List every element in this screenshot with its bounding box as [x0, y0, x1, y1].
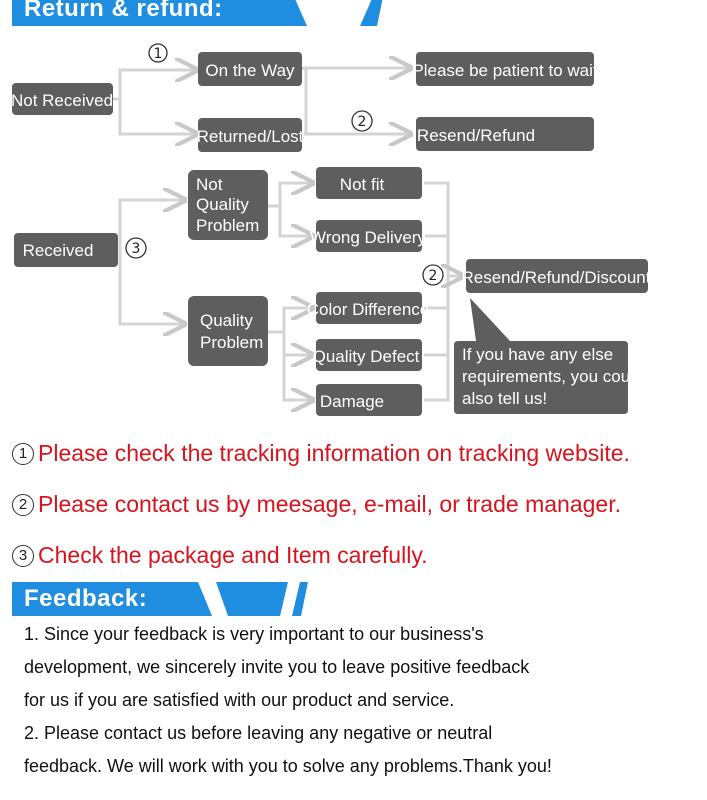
- box-please-wait: [416, 52, 594, 86]
- label-not: Not: [196, 175, 223, 194]
- box-not-quality-problem: [188, 170, 268, 240]
- note-num-2: 2: [12, 493, 34, 516]
- num-circle-2b: [422, 264, 444, 286]
- label-color-difference: Color Difference: [307, 300, 430, 319]
- return-flow-diagram: Not Received On the Way Returned/Lost Pl…: [11, 43, 651, 416]
- box-quality-problem: [188, 296, 268, 366]
- label-received: Received: [23, 241, 94, 260]
- feedback-line-4: 2. Please contact us before leaving any …: [24, 723, 493, 743]
- bubble-line-2: requirements, you could: [462, 367, 643, 386]
- box-received: [14, 233, 118, 267]
- banner-decoration: [280, 0, 383, 26]
- speech-bubble: [454, 298, 628, 414]
- box-not-fit: [316, 167, 422, 199]
- label-resend-refund: Resend/Refund: [417, 126, 535, 145]
- num-circle-2a: [351, 110, 373, 132]
- num-1: 1: [154, 46, 163, 62]
- label-problem-2: Problem: [200, 333, 263, 352]
- label-resend-refund-discount: Resend/Refund/Discount: [461, 268, 650, 287]
- box-color-difference: [316, 292, 422, 324]
- num-2b: 2: [429, 268, 438, 284]
- label-returned-lost: Returned/Lost: [197, 127, 304, 146]
- box-damage: [316, 384, 422, 416]
- banner-title: Return & refund:: [12, 0, 280, 26]
- label-damage: Damage: [320, 392, 384, 411]
- label-please-wait: Please be patient to wait: [412, 61, 598, 80]
- feedback-line-3: for us if you are satisfied with our pro…: [24, 690, 455, 710]
- num-circle-3: [125, 237, 147, 259]
- label-wrong-delivery: Wrong Delivery: [310, 228, 426, 247]
- box-resend-refund-discount: [466, 259, 648, 293]
- note-text-2: Please contact us by meesage, e-mail, or…: [38, 491, 621, 517]
- label-not-fit: Not fit: [340, 175, 385, 194]
- box-on-the-way: [198, 52, 302, 86]
- feedback-title: Feedback:: [12, 582, 188, 616]
- label-quality-defect: Quality Defect: [313, 347, 420, 366]
- note-num-3: 3: [12, 544, 34, 567]
- note-text-1: Please check the tracking information on…: [38, 440, 630, 466]
- note-text-3: Check the package and Item carefully.: [38, 542, 428, 568]
- box-not-received: [12, 83, 113, 115]
- num-3: 3: [132, 241, 141, 257]
- label-quality: Quality: [196, 195, 249, 214]
- label-not-received: Not Received: [11, 91, 113, 110]
- note-2: 2 Please contact us by meesage, e-mail, …: [12, 491, 621, 518]
- label-on-the-way: On the Way: [205, 61, 295, 80]
- feedback-banner-decoration: [188, 582, 308, 616]
- note-3: 3 Check the package and Item carefully.: [12, 542, 428, 569]
- box-quality-defect: [316, 339, 422, 371]
- num-circle-1: [148, 43, 168, 63]
- feedback-line-5: feedback. We will work with you to solve…: [24, 756, 552, 776]
- num-2a: 2: [358, 114, 367, 130]
- box-returned-lost: [198, 118, 302, 152]
- feedback-banner: Feedback:: [12, 582, 312, 616]
- label-problem: Problem: [196, 216, 259, 235]
- feedback-line-1: 1. Since your feedback is very important…: [24, 624, 484, 644]
- feedback-text: 1. Since your feedback is very important…: [24, 618, 674, 783]
- return-refund-banner: Return & refund:: [12, 0, 383, 26]
- box-wrong-delivery: [316, 220, 422, 252]
- note-num-1: 1: [12, 442, 34, 465]
- box-resend-refund: [416, 117, 594, 151]
- note-1: 1 Please check the tracking information …: [12, 440, 630, 467]
- feedback-line-2: development, we sincerely invite you to …: [24, 657, 530, 677]
- label-quality-2: Quality: [200, 311, 253, 330]
- bubble-line-1: If you have any else: [462, 345, 613, 364]
- bubble-line-3: also tell us!: [462, 389, 547, 408]
